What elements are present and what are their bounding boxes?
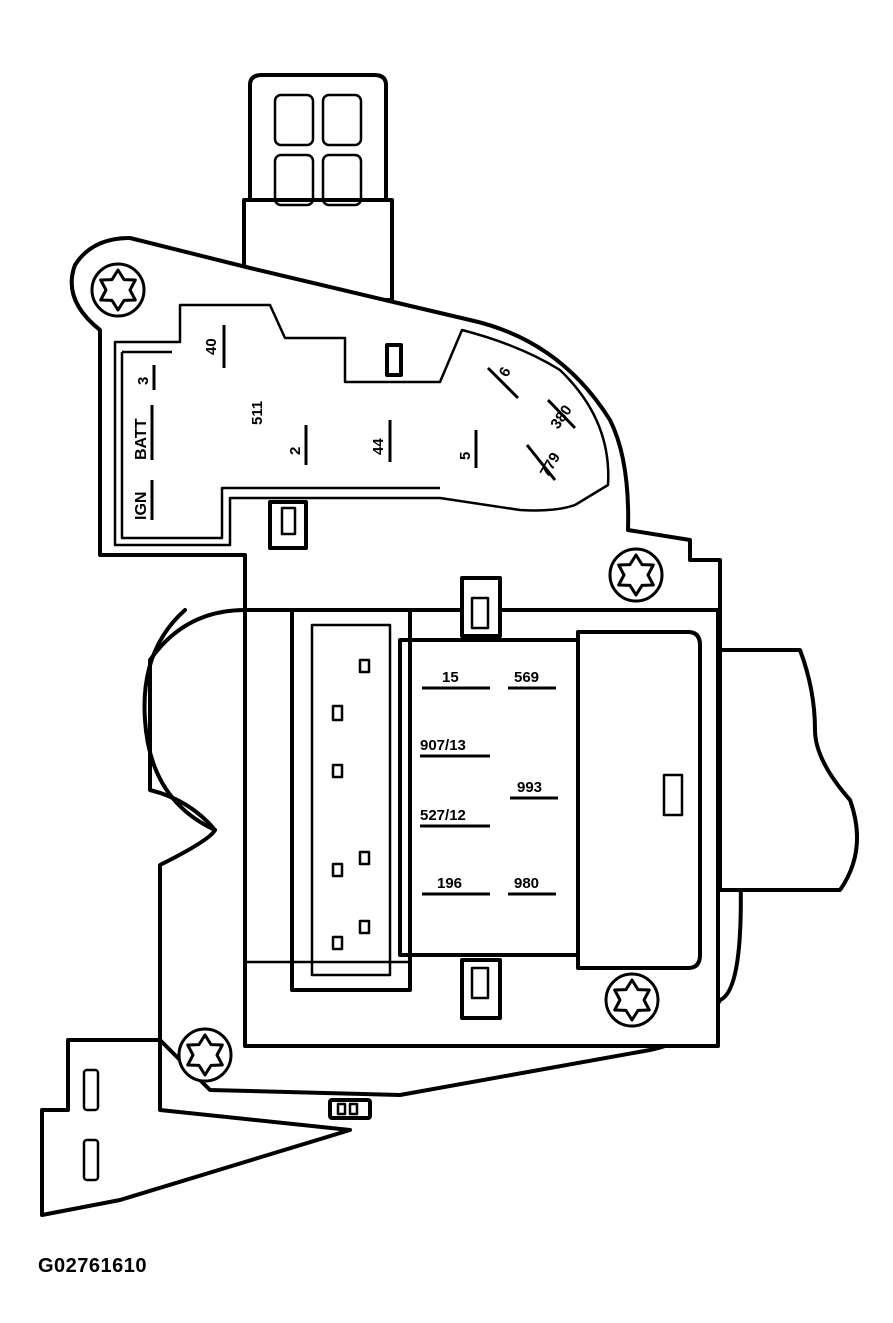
label-527-12: 527/12 — [420, 807, 466, 824]
switch-shaft — [718, 648, 860, 892]
central-connector-block — [243, 576, 720, 1048]
label-40: 40 — [203, 338, 220, 355]
torx-screw-icon — [604, 972, 660, 1028]
label-980: 980 — [514, 875, 539, 892]
steering-column-cutout — [142, 608, 217, 832]
label-569: 569 — [514, 669, 539, 686]
label-44: 44 — [370, 438, 387, 455]
label-ign: IGN — [133, 492, 150, 520]
torx-screw-icon — [90, 262, 664, 1083]
mounting-bracket — [40, 1038, 352, 1217]
label-2: 2 — [287, 447, 304, 455]
torx-screw-icon — [608, 547, 664, 603]
label-5: 5 — [457, 452, 474, 460]
figure-id: G02761610 — [38, 1255, 148, 1277]
torx-screw-icon — [90, 262, 146, 318]
label-196: 196 — [437, 875, 462, 892]
upper-labels: 40 3 511 BATT 2 IGN 44 5 6 — [133, 325, 577, 520]
label-batt: BATT — [133, 418, 150, 460]
lower-labels: 15 907/13 527/12 196 569 993 980 — [420, 669, 558, 896]
label-3: 3 — [135, 377, 152, 385]
upper-label-panel — [113, 303, 610, 547]
label-511: 511 — [249, 401, 266, 425]
label-907-13: 907/13 — [420, 737, 466, 754]
label-993: 993 — [517, 779, 542, 796]
torx-screw-icon — [177, 1027, 233, 1083]
connector-plug-icon — [242, 73, 394, 302]
label-15: 15 — [442, 669, 459, 686]
